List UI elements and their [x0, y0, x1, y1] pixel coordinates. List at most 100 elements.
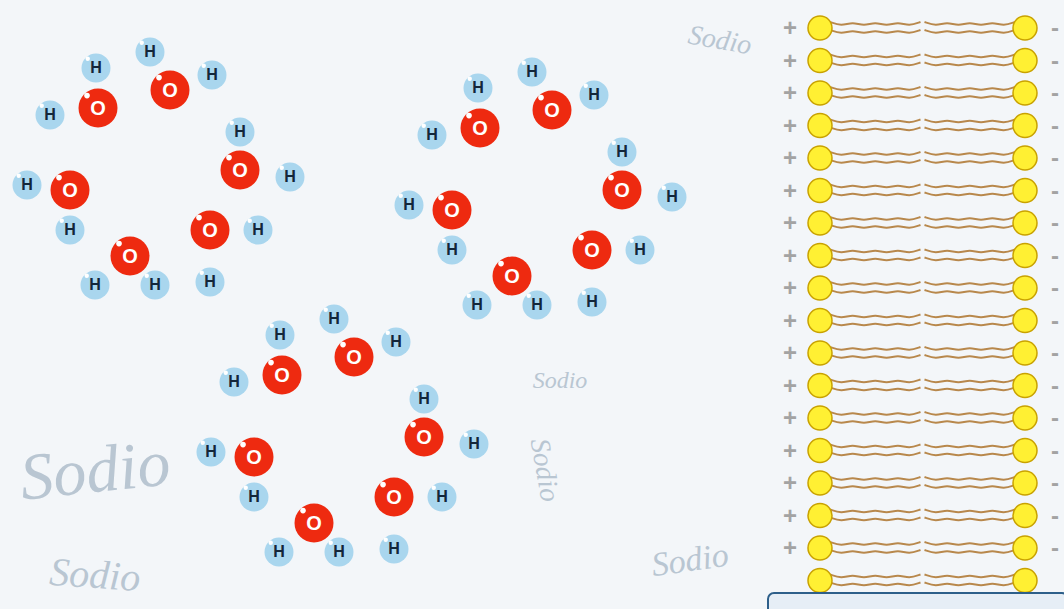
atom-body [79, 89, 118, 128]
hydrogen-symbol: H [64, 222, 76, 238]
atom-highlight [630, 239, 634, 243]
atom-highlight [196, 215, 202, 221]
lipid-tail [830, 217, 921, 220]
oxygen-atom: O [404, 417, 444, 457]
hydrogen-atom: H [275, 162, 305, 192]
atom-highlight [432, 486, 436, 490]
atom-highlight [200, 271, 204, 275]
lipid-head [808, 504, 832, 528]
hydrogen-atom: H [379, 534, 409, 564]
atom-highlight [466, 113, 472, 119]
lipid-head [808, 114, 832, 138]
atom-body [382, 328, 411, 357]
minus-sign: - [1051, 49, 1059, 73]
lipid-tail [830, 510, 921, 513]
atom-body [276, 163, 305, 192]
hydrogen-atom: H [81, 53, 111, 83]
atom-highlight [414, 388, 418, 392]
hydrogen-symbol: H [436, 489, 448, 505]
caption-bar [768, 593, 1064, 609]
minus-sign: - [1051, 536, 1059, 560]
atom-body [111, 237, 150, 276]
lipid-tail [925, 347, 1016, 350]
hydrogen-atom: H [394, 190, 424, 220]
lipid-tail [830, 160, 921, 163]
oxygen-symbol: O [416, 427, 432, 447]
atom-body [573, 231, 612, 270]
minus-sign: - [1051, 504, 1059, 528]
hydrogen-symbol: H [228, 374, 240, 390]
hydrogen-atom: H [459, 429, 489, 459]
watermark: Sodio [526, 436, 565, 504]
lipid-tail [830, 542, 921, 545]
hydrogen-symbol: H [284, 169, 296, 185]
oxygen-atom: O [234, 437, 274, 477]
lipid-head [1013, 374, 1037, 398]
hydrogen-atom: H [219, 367, 249, 397]
oxygen-atom: O [432, 190, 472, 230]
atom-highlight [17, 174, 21, 178]
watermark: Sodio [48, 552, 142, 598]
oxygen-atom: O [334, 337, 374, 377]
hydrogen-symbol: H [144, 44, 156, 60]
hydrogen-atom: H [197, 60, 227, 90]
lipid-tail [925, 193, 1016, 196]
lipid-tail [830, 453, 921, 456]
oxygen-symbol: O [386, 487, 402, 507]
oxygen-symbol: O [346, 347, 362, 367]
atom-body [226, 118, 255, 147]
atom-body [658, 183, 687, 212]
minus-sign: - [1051, 276, 1059, 300]
hydrogen-symbol: H [526, 64, 538, 80]
plus-sign: + [783, 439, 797, 463]
atom-body [395, 191, 424, 220]
plus-sign: + [783, 146, 797, 170]
atom-body [461, 109, 500, 148]
atom-body [580, 81, 609, 110]
lipid-head [1013, 16, 1037, 40]
atom-body [56, 216, 85, 245]
hydrogen-atom: H [437, 235, 467, 265]
atom-body [325, 538, 354, 567]
atom-highlight [538, 95, 544, 101]
atom-highlight [464, 433, 468, 437]
lipid-tail [925, 380, 1016, 383]
hydrogen-atom: H [657, 182, 687, 212]
oxygen-symbol: O [246, 447, 262, 467]
hydrogen-atom: H [417, 120, 447, 150]
lipid-head [1013, 276, 1037, 300]
lipid-head [1013, 81, 1037, 105]
oxygen-atom: O [150, 70, 190, 110]
atom-highlight [662, 186, 666, 190]
atom-highlight [467, 294, 471, 298]
hydrogen-symbol: H [472, 80, 484, 96]
lipid-tail [830, 380, 921, 383]
lipid-tail [925, 388, 1016, 391]
lipid-tail [830, 388, 921, 391]
atom-highlight [384, 538, 388, 542]
atom-body [375, 478, 414, 517]
atom-body [380, 535, 409, 564]
atom-body [151, 71, 190, 110]
oxygen-symbol: O [504, 266, 520, 286]
lipid-tail [925, 22, 1016, 25]
atom-body [460, 430, 489, 459]
atom-highlight [244, 486, 248, 490]
oxygen-symbol: O [444, 200, 460, 220]
atom-body [36, 101, 65, 130]
atom-highlight [608, 175, 614, 181]
lipid-tail [925, 63, 1016, 66]
lipid-tail [830, 193, 921, 196]
minus-sign: - [1051, 374, 1059, 398]
lipid-head [808, 569, 832, 593]
lipid-tail [830, 63, 921, 66]
atom-highlight [498, 261, 504, 267]
lipid-tail [830, 575, 921, 578]
lipid-tail [830, 420, 921, 423]
lipid-tail [830, 347, 921, 350]
oxygen-symbol: O [584, 240, 600, 260]
atom-body [295, 504, 334, 543]
lipid-head [808, 374, 832, 398]
lipid-tail [830, 518, 921, 521]
lipid-head [808, 439, 832, 463]
